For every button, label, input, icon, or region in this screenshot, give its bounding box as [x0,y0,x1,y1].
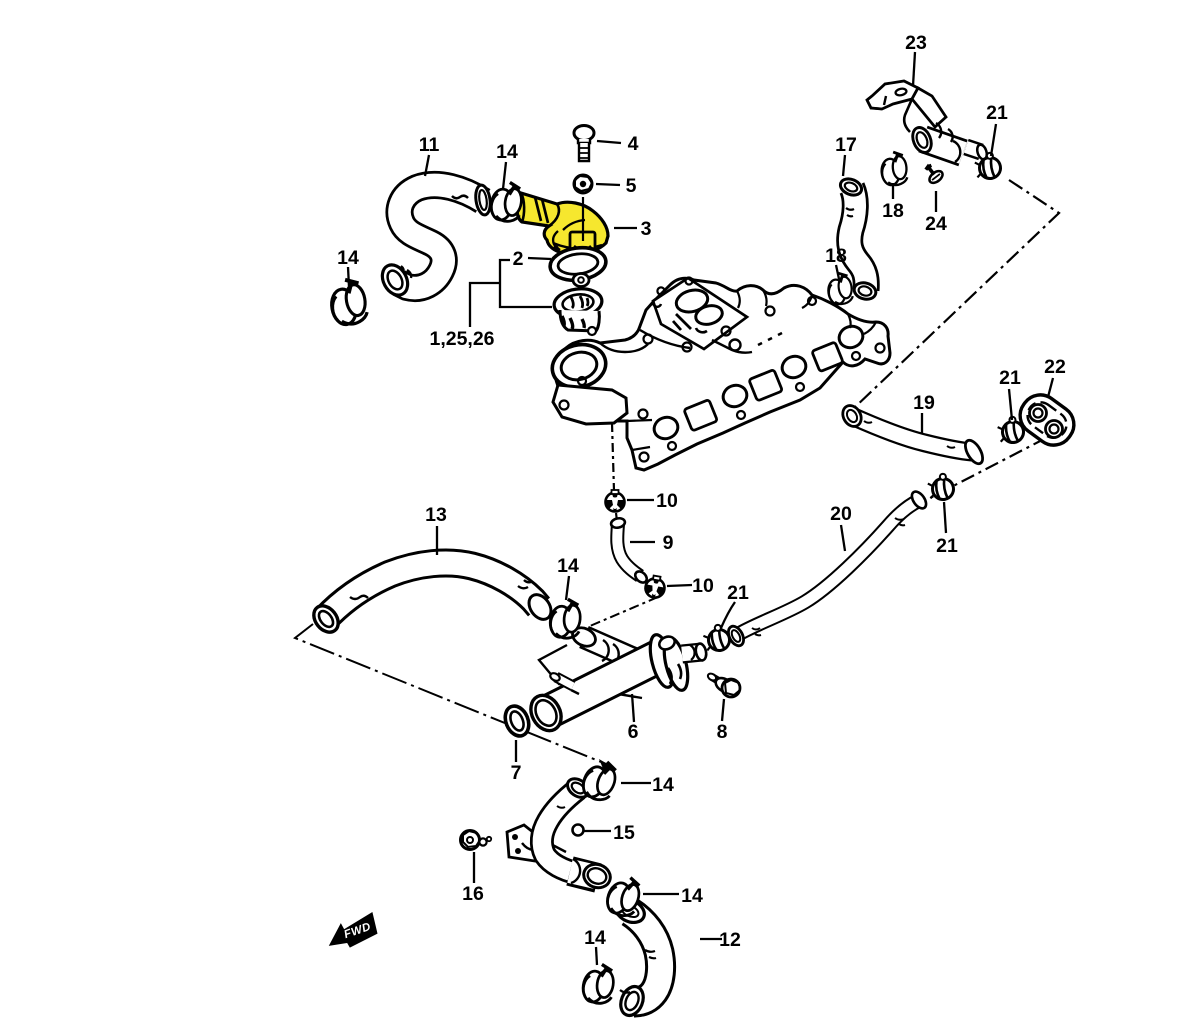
svg-text:24: 24 [925,213,947,235]
svg-text:21: 21 [936,535,958,557]
svg-text:16: 16 [462,883,484,905]
svg-text:14: 14 [496,141,518,163]
svg-text:15: 15 [613,822,635,844]
svg-text:5: 5 [626,175,637,197]
svg-text:21: 21 [999,367,1021,389]
svg-text:4: 4 [628,133,639,155]
svg-text:14: 14 [584,927,606,949]
svg-text:9: 9 [663,532,674,554]
svg-text:10: 10 [656,490,678,512]
svg-text:19: 19 [913,392,935,414]
svg-text:12: 12 [719,929,741,951]
svg-text:14: 14 [337,247,359,269]
svg-text:20: 20 [830,503,852,525]
svg-text:6: 6 [628,721,639,743]
svg-text:2: 2 [513,248,524,270]
svg-text:3: 3 [641,218,652,240]
svg-text:22: 22 [1044,356,1066,378]
svg-text:21: 21 [986,102,1008,124]
svg-text:1,25,26: 1,25,26 [429,328,494,350]
svg-text:14: 14 [652,774,674,796]
svg-text:14: 14 [681,885,703,907]
svg-text:10: 10 [692,575,714,597]
svg-text:7: 7 [511,762,522,784]
svg-text:8: 8 [717,721,728,743]
svg-text:18: 18 [825,245,847,267]
svg-text:14: 14 [557,555,579,577]
svg-text:17: 17 [835,134,857,156]
svg-text:21: 21 [727,582,749,604]
svg-text:11: 11 [419,134,440,156]
svg-text:13: 13 [425,504,447,526]
svg-text:18: 18 [882,200,904,222]
svg-text:23: 23 [905,32,927,54]
